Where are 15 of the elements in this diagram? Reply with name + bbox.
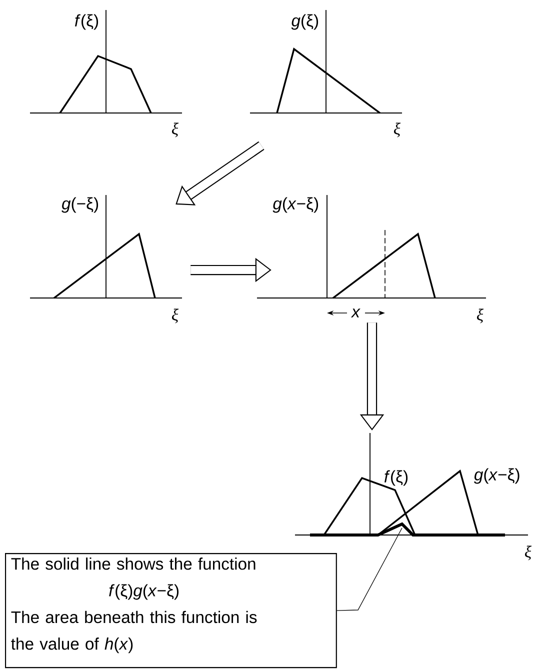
axis-label: ξ — [172, 122, 179, 138]
function-label: g(−ξ) — [62, 197, 98, 213]
function-label: g(x−ξ) — [474, 468, 520, 484]
function-label: f(ξ) — [75, 14, 98, 30]
block-arrow — [176, 141, 264, 206]
function-label: g(ξ) — [291, 14, 318, 30]
axis-label: ξ — [477, 308, 484, 324]
axis-label: ξ — [394, 122, 401, 138]
function-label: f(ξ) — [384, 470, 408, 486]
axis-label: ξ — [525, 546, 532, 560]
leader-line — [336, 528, 402, 611]
dimension-label: x — [350, 308, 360, 318]
axis-label: ξ — [172, 308, 179, 324]
text-box: The solid line shows the function f(ξ)g(x−ξ) The area beneath this function is the value of h(x) — [5, 553, 337, 668]
function-label: g(x−ξ) — [272, 197, 318, 213]
